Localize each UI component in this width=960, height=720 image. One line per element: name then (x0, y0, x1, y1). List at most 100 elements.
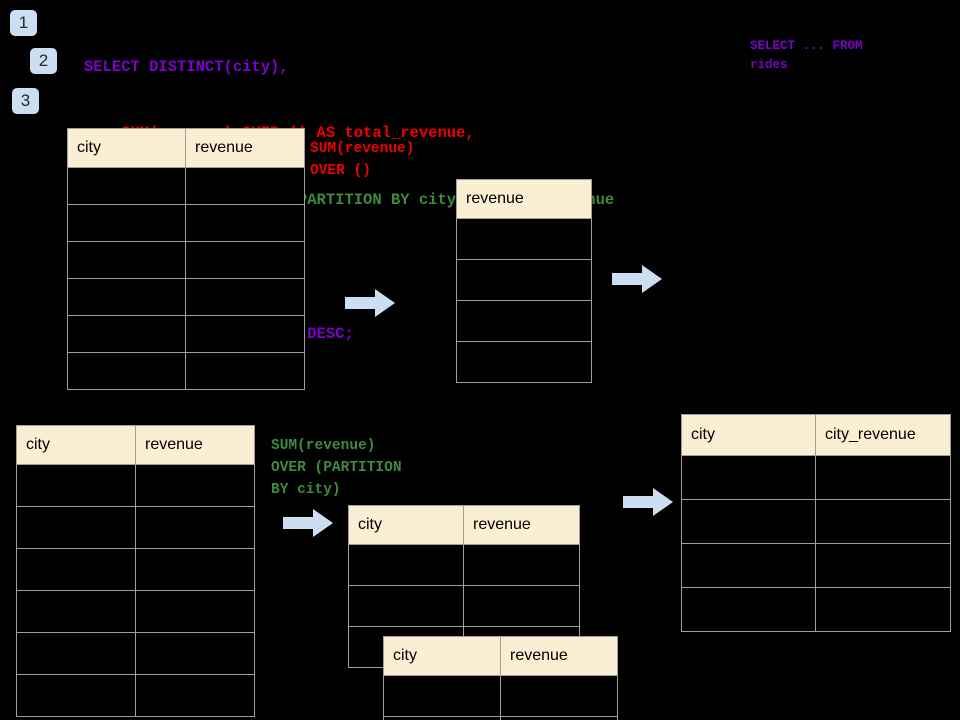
source-table-top: city revenue (67, 128, 305, 390)
table-cell (500, 675, 618, 717)
table-cell (348, 585, 464, 627)
table-header-row: revenue (456, 179, 592, 219)
column-header-revenue: revenue (135, 425, 255, 465)
table-row (67, 315, 305, 353)
table-cell (185, 204, 305, 242)
table-cell (456, 300, 592, 342)
table-cell (135, 590, 255, 633)
arrow-source-to-partition (283, 509, 333, 537)
table-cell (67, 204, 186, 242)
table-cell (681, 499, 816, 544)
table-cell (185, 352, 305, 390)
column-header-city: city (67, 128, 186, 168)
table-row (681, 587, 951, 632)
table-cell (185, 167, 305, 205)
table-cell (67, 241, 186, 279)
table-row (16, 506, 255, 549)
arrow-revenue-to-result (612, 265, 662, 293)
table-cell (67, 315, 186, 353)
table-cell (135, 632, 255, 675)
table-header-row: city revenue (16, 425, 255, 465)
step-badge-3: 3 (12, 88, 39, 114)
table-cell (815, 543, 951, 588)
sql-line-1: SELECT DISTINCT(city), (84, 57, 289, 76)
table-cell (463, 544, 580, 586)
table-cell (185, 315, 305, 353)
table-cell (185, 241, 305, 279)
table-row (681, 455, 951, 500)
column-header-revenue: revenue (185, 128, 305, 168)
table-cell (681, 455, 816, 500)
source-table-bottom: city revenue (16, 425, 255, 717)
table-cell (135, 674, 255, 717)
column-header-city: city (383, 636, 501, 676)
arrow-source-to-revenue (345, 289, 395, 317)
table-cell (815, 499, 951, 544)
annotation-sum-over-empty: SUM(revenue) OVER () (310, 141, 415, 179)
column-header-city: city (16, 425, 136, 465)
column-header-revenue: revenue (500, 636, 618, 676)
table-cell (500, 716, 618, 720)
table-row (16, 548, 255, 591)
table-row (348, 585, 580, 627)
table-row (67, 352, 305, 390)
table-row (383, 716, 618, 720)
table-cell (16, 632, 136, 675)
table-row (67, 278, 305, 316)
table-cell (67, 352, 186, 390)
table-cell (456, 218, 592, 260)
column-header-city: city (681, 414, 816, 456)
table-cell (463, 585, 580, 627)
table-cell (815, 587, 951, 632)
table-row (67, 204, 305, 242)
table-header-row: city revenue (348, 505, 580, 545)
table-header-row: city city_revenue (681, 414, 951, 456)
table-cell (348, 544, 464, 586)
table-row (681, 543, 951, 588)
table-cell (681, 543, 816, 588)
arrow-partition-to-result (623, 488, 673, 516)
table-cell (16, 674, 136, 717)
annotation-select-from: SELECT ... FROM rides (750, 39, 863, 72)
table-cell (135, 464, 255, 507)
table-row (456, 259, 592, 301)
table-cell (16, 548, 136, 591)
table-row (456, 218, 592, 260)
table-row (456, 300, 592, 342)
step-badge-2: 2 (30, 48, 57, 74)
table-cell (135, 506, 255, 549)
table-cell (16, 590, 136, 633)
table-cell (456, 259, 592, 301)
table-cell (681, 587, 816, 632)
table-header-row: city revenue (67, 128, 305, 168)
column-header-city: city (348, 505, 464, 545)
column-header-city-revenue: city_revenue (815, 414, 951, 456)
table-cell (383, 675, 501, 717)
table-cell (815, 455, 951, 500)
table-row (16, 590, 255, 633)
table-row (348, 544, 580, 586)
table-row (456, 341, 592, 383)
table-cell (16, 464, 136, 507)
column-header-revenue: revenue (463, 505, 580, 545)
table-row (681, 499, 951, 544)
table-cell (456, 341, 592, 383)
table-row (16, 632, 255, 675)
column-header-revenue: revenue (456, 179, 592, 219)
table-cell (135, 548, 255, 591)
annotation-sum-over-partition: SUM(revenue) OVER (PARTITION BY city) (271, 438, 402, 498)
partition-table-back: city revenue (348, 505, 580, 668)
table-cell (67, 278, 186, 316)
table-row (67, 167, 305, 205)
table-row (16, 464, 255, 507)
step-badge-1: 1 (10, 10, 37, 36)
table-row (67, 241, 305, 279)
table-row (383, 675, 618, 717)
table-cell (383, 716, 501, 720)
partition-table-front: city revenue (383, 636, 618, 720)
revenue-column-table: revenue (456, 179, 592, 383)
table-row (16, 674, 255, 717)
table-cell (185, 278, 305, 316)
table-header-row: city revenue (383, 636, 618, 676)
